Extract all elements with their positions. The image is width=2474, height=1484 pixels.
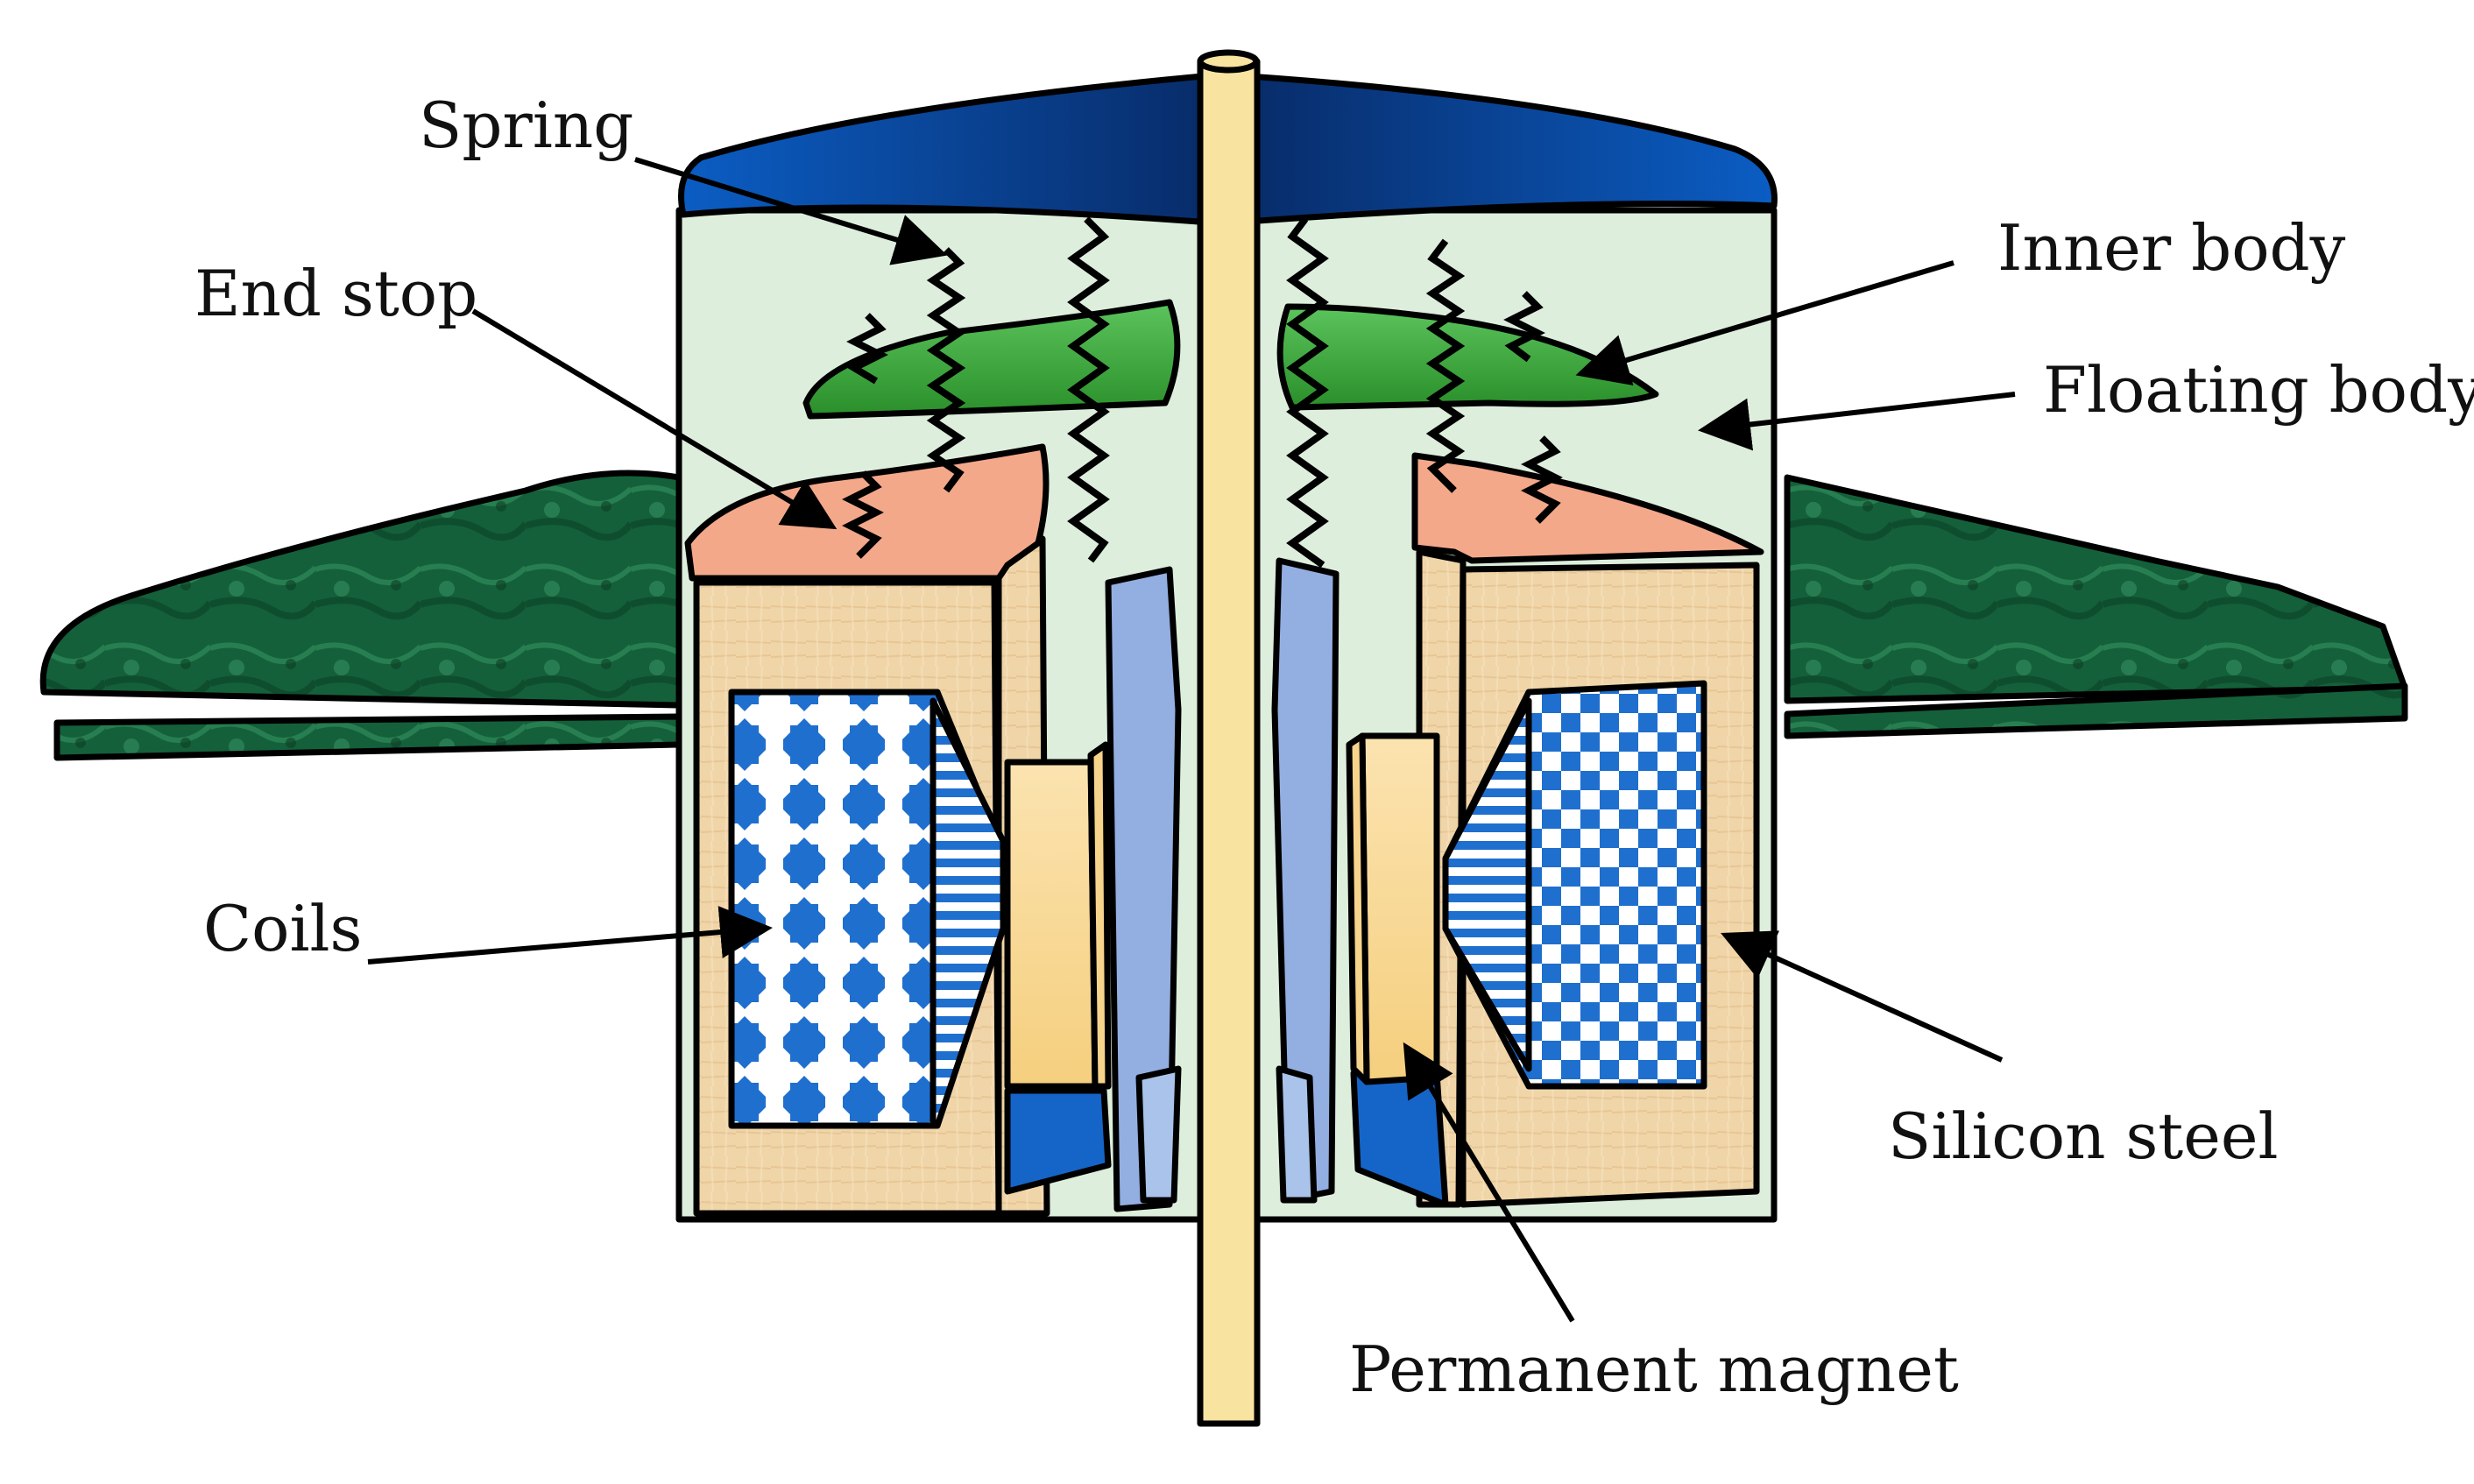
permanent-magnet-right: [1359, 732, 1440, 1085]
end-stop-right: [1411, 452, 1764, 564]
spring-4: [842, 470, 884, 559]
label-coils: Coils: [203, 892, 362, 965]
permanent-magnet-left-edge: [1087, 741, 1112, 1090]
spring-2: [1067, 216, 1110, 563]
inner-body-right: [1276, 303, 1659, 411]
coil-left: [728, 689, 1007, 1129]
label-inner-body: Inner body: [1997, 211, 2346, 285]
spring-1: [926, 247, 966, 493]
label-floating-body: Floating body: [2043, 353, 2474, 427]
permanent-magnet-left: [1004, 759, 1099, 1090]
spring-6: [1425, 238, 1466, 493]
permanent-magnet-right-edge: [1346, 732, 1370, 1085]
inner-body-left: [802, 299, 1181, 420]
label-spring: Spring: [419, 88, 633, 162]
spring-arrow: [634, 157, 948, 265]
translator-right-tip: [1276, 1065, 1318, 1204]
translator-left-tip: [1135, 1065, 1182, 1204]
floating-body-right: [1784, 474, 2408, 739]
coils-arrow: [367, 906, 773, 965]
spring-3: [846, 313, 888, 385]
springs: [842, 216, 1563, 569]
label-permanent-magnet: Permanent magnet: [1349, 1332, 1959, 1406]
leader-arrows: [367, 157, 2016, 1323]
central-rod: [1197, 49, 1261, 1427]
floating-body-left: [39, 470, 682, 761]
inner-body-arrow: [1575, 260, 1954, 386]
silicon-steel-arrow: [1721, 930, 2004, 1063]
magnet-base-left: [1004, 1087, 1112, 1195]
coil-right: [1442, 680, 1707, 1090]
permanent-magnet-arrow: [1403, 1042, 1575, 1323]
label-end-stop: End stop: [194, 257, 477, 330]
label-silicon-steel: Silicon steel: [1888, 1099, 2278, 1173]
spring-7: [1503, 291, 1545, 363]
floating-body-arrow: [1698, 392, 2016, 451]
translator-left: [1105, 566, 1182, 1212]
spring-5: [1286, 216, 1329, 569]
spring-8: [1521, 435, 1563, 524]
end-stop-arrow: [471, 308, 838, 530]
